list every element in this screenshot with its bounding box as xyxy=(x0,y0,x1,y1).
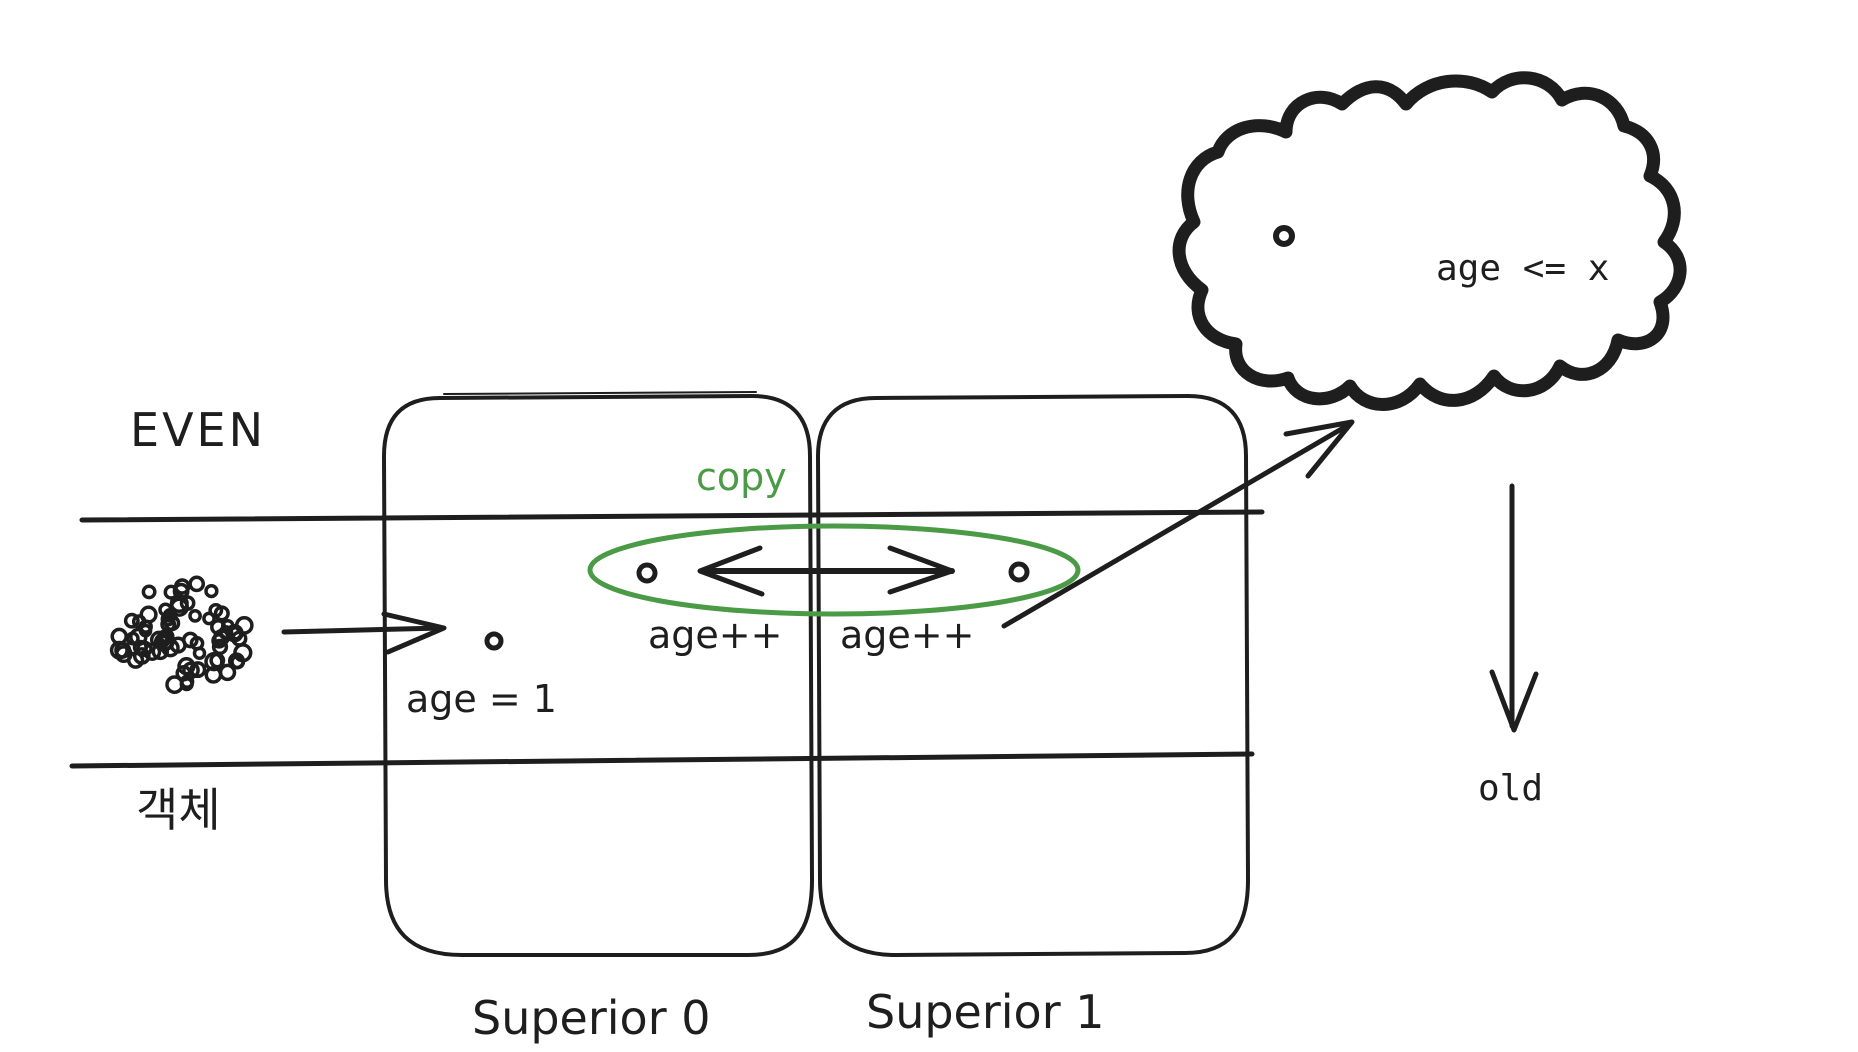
object-cluster-circle xyxy=(162,608,178,623)
object-cluster-circle xyxy=(220,619,235,633)
object-cluster-circle xyxy=(139,605,158,624)
eden-bottom-line xyxy=(69,751,1255,769)
object-cluster-circle xyxy=(230,654,246,670)
object-label: 객체 xyxy=(136,783,221,837)
age-inc-left-label: age++ xyxy=(648,613,782,657)
arrow-into-eden xyxy=(281,611,447,655)
object-cluster-circle xyxy=(188,575,206,593)
copy-label: copy xyxy=(696,455,787,499)
survivor-0-label: Superior 0 xyxy=(472,991,711,1045)
object-cluster-circle xyxy=(138,623,153,638)
survivor-1-label: Superior 1 xyxy=(866,985,1105,1039)
object-dot-survivor-0 xyxy=(636,562,658,584)
object-cluster-circle xyxy=(211,638,229,656)
object-cluster-icon xyxy=(109,575,254,694)
object-cluster-circle xyxy=(218,663,237,682)
object-dot-survivor-1 xyxy=(1008,561,1030,583)
age-initial-label: age = 1 xyxy=(406,677,557,721)
copy-ellipse xyxy=(587,523,1081,617)
object-dot-initial xyxy=(484,631,504,651)
cloud-shape xyxy=(1172,71,1687,411)
object-cluster-circle xyxy=(165,675,184,694)
double-arrow-copy xyxy=(697,545,955,597)
object-cluster-circle xyxy=(182,661,200,680)
object-cluster-circle xyxy=(188,609,202,623)
object-cluster-circle xyxy=(132,647,151,665)
object-cluster-circle xyxy=(177,657,196,676)
object-cluster-circle xyxy=(123,612,140,629)
cloud-condition-label: age <= x xyxy=(1436,248,1609,289)
object-cluster-circle xyxy=(160,616,177,633)
survivor-1-box xyxy=(816,394,1250,957)
eden-label: EVEN xyxy=(130,403,266,457)
old-label: old xyxy=(1478,768,1543,809)
eden-top-line xyxy=(79,509,1265,523)
object-cluster-circle xyxy=(189,635,205,651)
age-inc-right-label: age++ xyxy=(840,613,974,657)
object-cluster-circle xyxy=(155,631,175,652)
survivor-0-box xyxy=(382,394,814,957)
object-cluster-circle xyxy=(151,642,170,661)
object-cluster-circle xyxy=(202,611,216,626)
arrow-down-old xyxy=(1489,483,1539,733)
object-cluster-circle xyxy=(213,605,230,622)
object-cluster-circle xyxy=(173,578,191,595)
object-cluster-circle xyxy=(169,593,189,614)
object-cluster-circle xyxy=(204,583,219,599)
object-cluster-circle xyxy=(141,584,157,600)
arrow-to-old xyxy=(1001,419,1355,629)
object-cluster-circle xyxy=(228,626,243,641)
object-cluster-circle xyxy=(114,645,133,664)
